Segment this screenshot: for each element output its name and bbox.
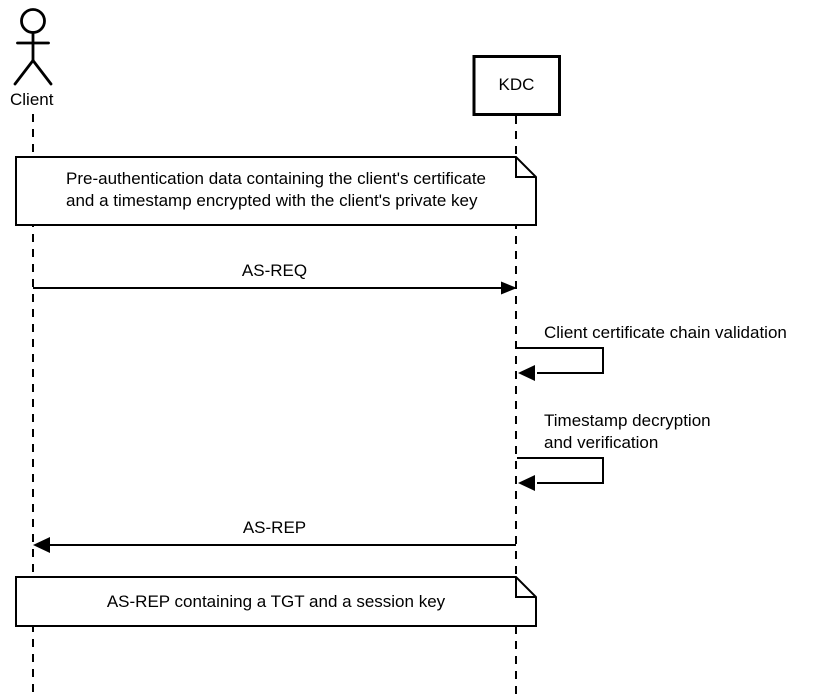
note-asrep-text: AS-REP containing a TGT and a session ke… xyxy=(106,592,446,611)
note-asrep-shape xyxy=(15,576,537,627)
as-req-arrow xyxy=(33,281,517,295)
note-fold-icon xyxy=(515,577,536,598)
timestamp-check-line2: and verification xyxy=(544,433,659,452)
note-fold-icon xyxy=(515,157,536,178)
arrowhead-left-icon xyxy=(518,475,535,491)
arrowhead-left-icon xyxy=(518,365,535,381)
arrowhead-right-icon xyxy=(501,281,517,295)
client-label: Client xyxy=(10,90,54,109)
as-req-label: AS-REQ xyxy=(241,261,308,280)
note-preauth-shape xyxy=(15,156,537,226)
kdc-label: KDC xyxy=(498,75,535,94)
timestamp-check-line1: Timestamp decryption xyxy=(544,411,711,430)
timestamp-check-label: Timestamp decryption and verification xyxy=(544,410,711,454)
arrowhead-left-icon xyxy=(33,537,50,553)
note-preauth-line1: Pre-authentication data containing the c… xyxy=(66,169,486,188)
note-preauth-line2: and a timestamp encrypted with the clien… xyxy=(66,191,478,210)
self-message-timestamp-arrow xyxy=(517,457,604,491)
as-rep-label: AS-REP xyxy=(242,518,307,537)
client-actor-icon xyxy=(13,8,53,86)
self-message-cert-validation-arrow xyxy=(517,347,604,381)
cert-validation-label: Client certificate chain validation xyxy=(544,323,787,342)
as-rep-arrow xyxy=(33,537,516,553)
note-preauth-text: Pre-authentication data containing the c… xyxy=(16,168,536,212)
kdc-participant-box xyxy=(472,55,561,116)
